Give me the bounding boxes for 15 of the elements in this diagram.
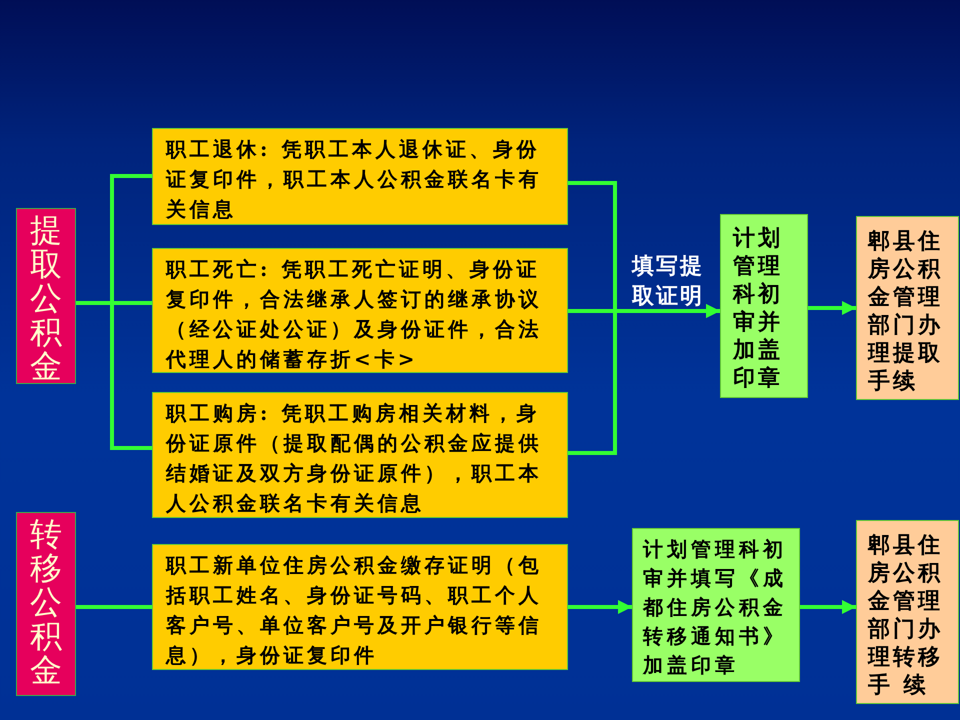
arrow	[800, 600, 856, 614]
requirement-box: 职工退休: 凭职工本人退休证、身份证复印件，职工本人公积金联名卡有关信息	[152, 128, 568, 225]
category-box: 转移公积金	[16, 512, 76, 696]
requirement-box: 职工死亡: 凭职工死亡证明、身份证复印件，合法继承人签订的继承协议（经公证处公证）及身份证件，合法代理人的储蓄存折<卡>	[152, 248, 568, 373]
process-box: 计划管理科初审并加盖印章	[720, 214, 808, 398]
result-box: 郫县住房公积金管理部门办理提取手续	[856, 216, 959, 400]
process-box: 计划管理科初审并填写《成都住房公积金转移通知书》加盖印章	[632, 528, 800, 682]
category-box: 提取公积金	[16, 208, 76, 384]
edge-label: 填写提取证明	[632, 252, 705, 311]
arrow	[568, 600, 632, 614]
result-box: 郫县住房公积金管理部门办理转移手 续	[856, 520, 959, 704]
arrow	[808, 301, 856, 315]
connector-line	[76, 605, 152, 609]
requirement-box: 职工购房: 凭职工购房相关材料，身份证原件（提取配偶的公积金应提供结婚证及双方身份证原件），职工本人公积金联名卡有关信息	[152, 392, 568, 518]
requirement-box: 职工新单位住房公积金缴存证明（包括职工姓名、身份证号码、职工个人客户号、单位客户号及开户银行等信息），身份证复印件	[152, 544, 568, 670]
